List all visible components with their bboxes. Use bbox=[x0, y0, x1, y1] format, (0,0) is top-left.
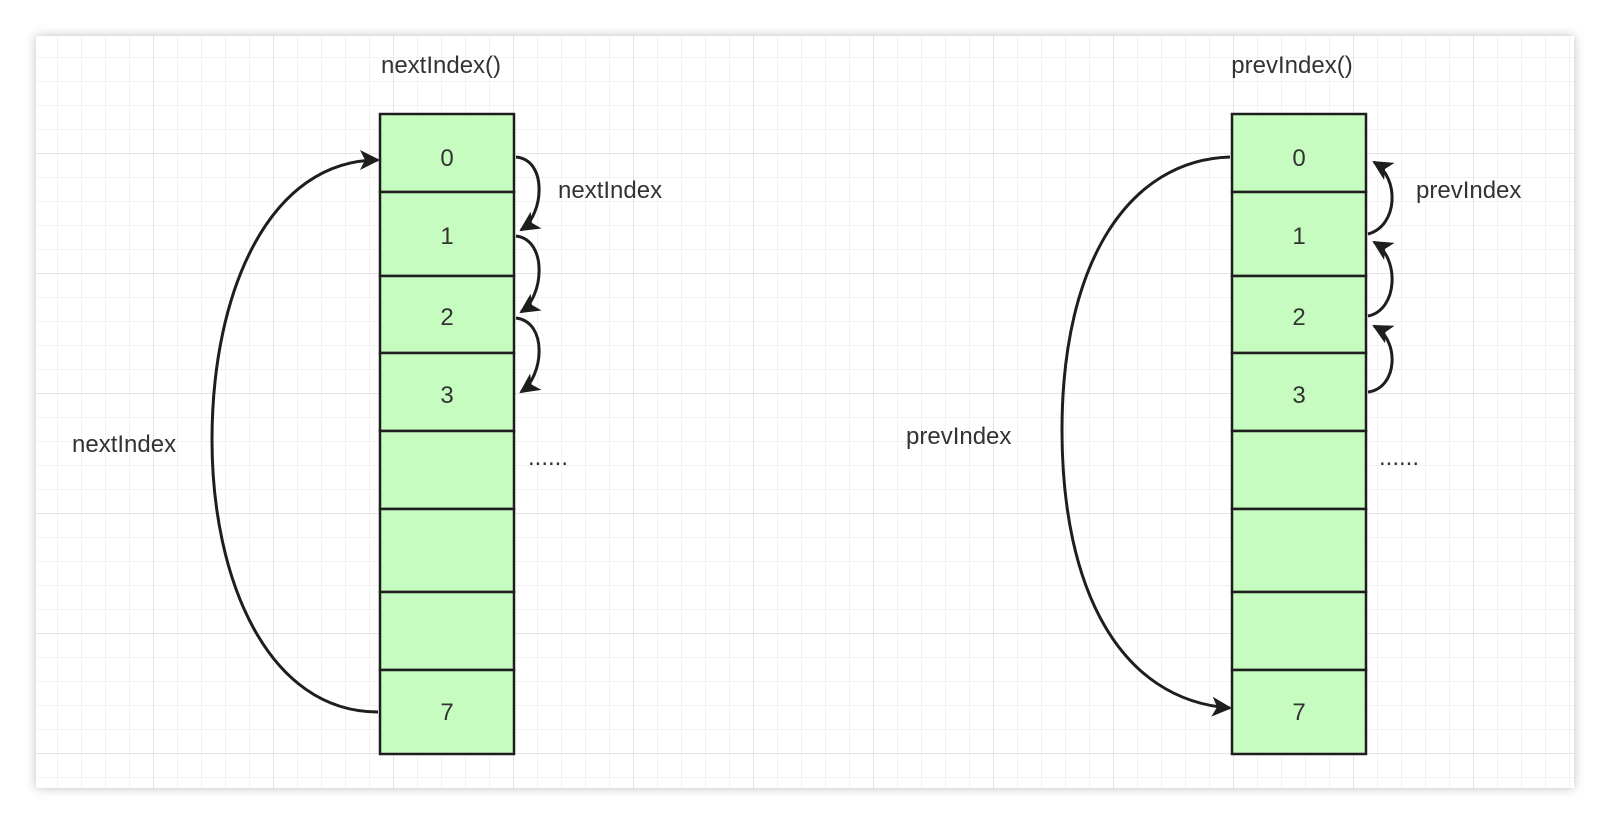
cell-label: 1 bbox=[1292, 223, 1305, 250]
cell-label: 0 bbox=[1292, 145, 1305, 172]
prev-step-label: prevIndex bbox=[1416, 177, 1521, 204]
prev-index-array: 0 1 2 3 7 bbox=[1230, 112, 1368, 756]
prev-wrap-label: prevIndex bbox=[906, 423, 1011, 450]
prev-step-arrow-1-0 bbox=[1367, 160, 1395, 236]
prev-index-title: prevIndex() bbox=[1231, 52, 1352, 79]
next-step-label: nextIndex bbox=[558, 177, 662, 204]
next-step-arrow-1-2 bbox=[515, 234, 542, 314]
cell-label: 1 bbox=[440, 223, 453, 250]
array-cell-7 bbox=[1230, 668, 1368, 756]
cell-label: 2 bbox=[1292, 304, 1305, 331]
next-index-array: 0 1 2 3 7 bbox=[378, 112, 516, 756]
array-cell-6 bbox=[1230, 590, 1368, 672]
cell-label: 7 bbox=[1292, 699, 1305, 726]
prev-step-arrow-2-1 bbox=[1367, 240, 1395, 318]
array-cell-4 bbox=[378, 429, 516, 511]
array-cell-2 bbox=[378, 274, 516, 355]
cell-label: 2 bbox=[440, 304, 453, 331]
next-step-arrow-0-1 bbox=[515, 155, 542, 232]
next-index-diagram: nextIndex() 0 1 2 3 7 nextIndex ...... bbox=[72, 52, 662, 756]
cell-label: 7 bbox=[440, 699, 453, 726]
array-cell-5 bbox=[378, 507, 516, 594]
next-step-arrow-2-3 bbox=[515, 316, 542, 394]
array-cell-1 bbox=[378, 190, 516, 278]
array-cell-7 bbox=[378, 668, 516, 756]
array-cell-0 bbox=[1230, 112, 1368, 194]
prev-wrap-arrow-0-7 bbox=[1060, 155, 1232, 717]
array-cell-4 bbox=[1230, 429, 1368, 511]
prev-step-arrow-3-2 bbox=[1367, 324, 1395, 394]
cell-label: 3 bbox=[440, 382, 453, 409]
array-cell-1 bbox=[1230, 190, 1368, 278]
cell-label: 3 bbox=[1292, 382, 1305, 409]
array-cell-2 bbox=[1230, 274, 1368, 355]
cell-label: 0 bbox=[440, 145, 453, 172]
prev-index-diagram: prevIndex() 0 1 2 3 7 prevIndex ...... bbox=[906, 52, 1521, 756]
next-wrap-arrow-7-0 bbox=[210, 150, 380, 714]
next-index-title: nextIndex() bbox=[381, 52, 501, 79]
next-ellipsis: ...... bbox=[528, 444, 568, 471]
array-cell-5 bbox=[1230, 507, 1368, 594]
next-wrap-label: nextIndex bbox=[72, 431, 176, 458]
array-cell-6 bbox=[378, 590, 516, 672]
prev-ellipsis: ...... bbox=[1379, 444, 1419, 471]
